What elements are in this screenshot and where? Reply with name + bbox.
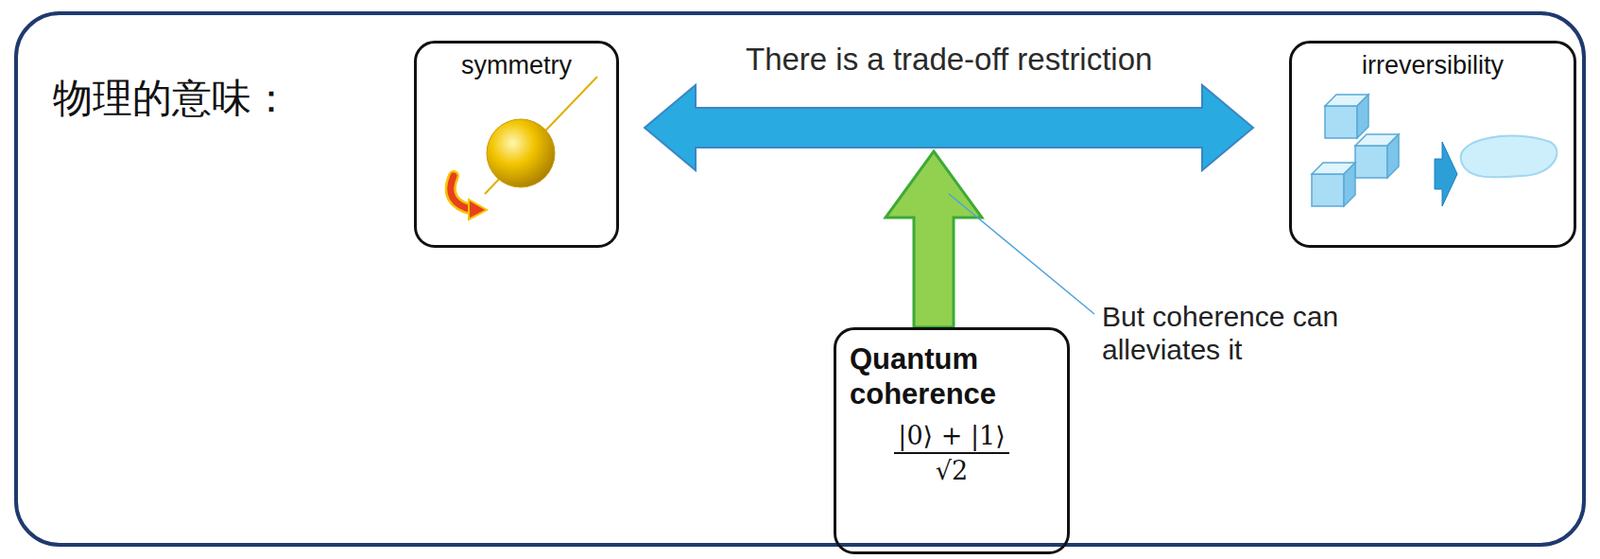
water-puddle xyxy=(1461,136,1558,178)
formula-numerator: |0⟩ + |1⟩ xyxy=(894,420,1009,454)
rotation-axis xyxy=(484,76,598,194)
ice-cube xyxy=(1355,134,1399,178)
alleviation-arrow xyxy=(885,151,982,327)
formula-denominator: √2 xyxy=(935,455,968,485)
section-heading: 物理的意味： xyxy=(52,71,292,125)
double-block-arrow xyxy=(644,85,1254,171)
leader-line xyxy=(948,193,1095,314)
melting-arrow xyxy=(1434,141,1458,207)
ice-cube xyxy=(1324,94,1369,138)
concept-box: irreversibility xyxy=(1289,40,1577,248)
ice-cube xyxy=(1311,162,1356,207)
frame-panel: 物理的意味： symmetry irreversibilityQuantum coh… xyxy=(14,11,1586,547)
box-title: Quantum coherence xyxy=(849,341,1054,412)
concept-box: Quantum coherence |0⟩ + |1⟩√2 xyxy=(833,326,1070,554)
callout-note: But coherence can alleviates it xyxy=(1101,300,1362,366)
rotation-arrowhead xyxy=(468,199,487,220)
spinning-ball xyxy=(486,119,555,188)
box-title: symmetry xyxy=(426,51,607,81)
edge-label: There is a trade-off restriction xyxy=(745,41,1153,78)
box-title: irreversibility xyxy=(1301,51,1565,81)
concept-box: symmetry xyxy=(413,40,620,248)
